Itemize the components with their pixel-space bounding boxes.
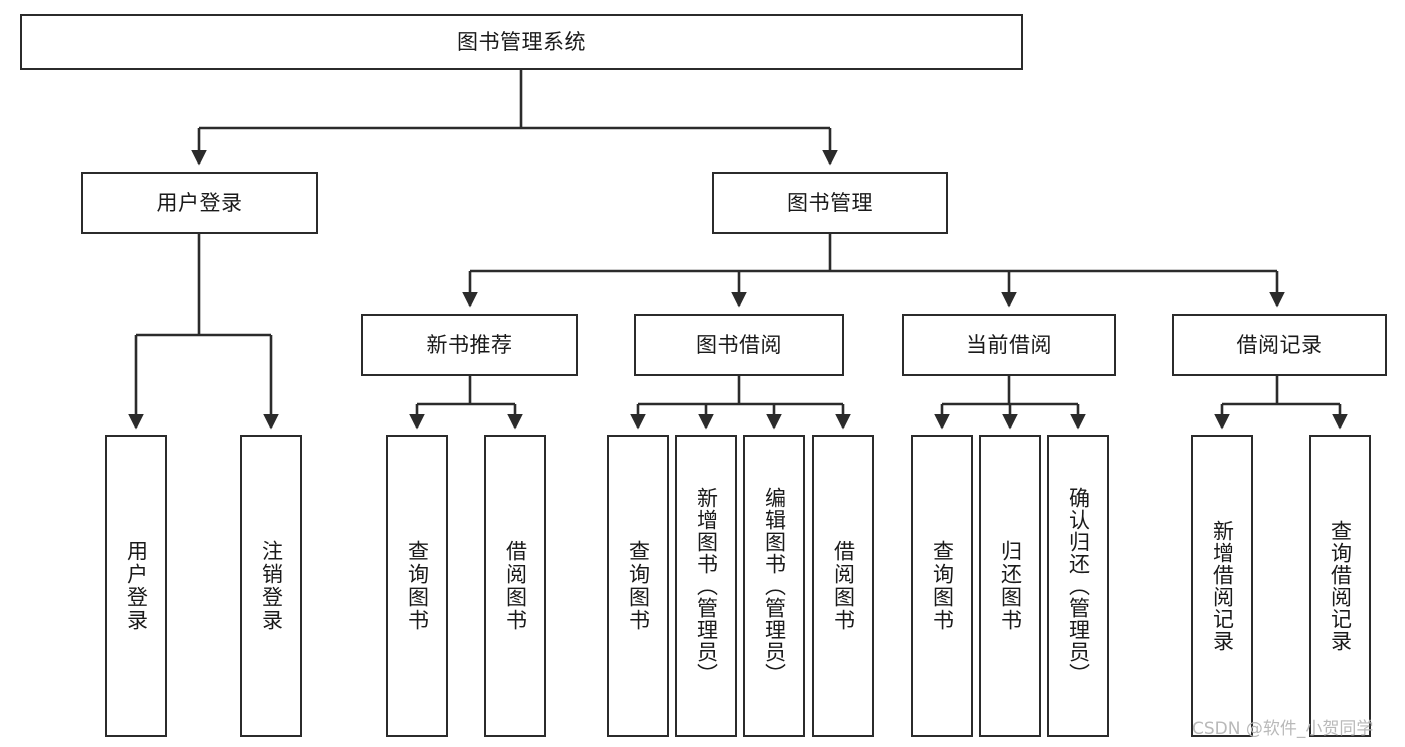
node-current-borrow[interactable]: 当前借阅 [902,314,1116,376]
node-new-book-recommend[interactable]: 新书推荐 [361,314,578,376]
node-book-manage-label: 图书管理 [787,190,873,215]
node-user-login-label: 用户登录 [156,190,243,215]
node-root-label: 图书管理系统 [457,29,586,54]
node-leaf-return-book[interactable]: 归还图书 [979,435,1041,737]
watermark-text: CSDN @软件_小贺同学 [1192,719,1374,739]
node-leaf-user-logout[interactable]: 注销登录 [240,435,302,737]
node-book-borrow[interactable]: 图书借阅 [634,314,844,376]
node-leaf-user-login[interactable]: 用户登录 [105,435,167,737]
node-leaf-query-book-1-label: 查询图书 [405,540,430,632]
node-leaf-query-book-2-label: 查询图书 [626,540,651,632]
node-current-borrow-label: 当前借阅 [966,332,1052,357]
node-book-manage[interactable]: 图书管理 [712,172,948,234]
node-new-book-recommend-label: 新书推荐 [426,332,513,357]
node-user-login[interactable]: 用户登录 [81,172,318,234]
node-leaf-user-login-label: 用户登录 [124,540,149,632]
node-leaf-query-record-label: 查询借阅记录 [1328,520,1353,652]
node-leaf-add-book-label: 新增图书（管理员） [694,487,719,685]
node-leaf-borrow-book-1[interactable]: 借阅图书 [484,435,546,737]
node-leaf-borrow-book-2[interactable]: 借阅图书 [812,435,874,737]
node-leaf-add-record-label: 新增借阅记录 [1210,520,1235,652]
node-leaf-add-record[interactable]: 新增借阅记录 [1191,435,1253,737]
node-borrow-record-label: 借阅记录 [1236,332,1323,357]
node-leaf-add-book[interactable]: 新增图书（管理员） [675,435,737,737]
node-leaf-query-book-3[interactable]: 查询图书 [911,435,973,737]
node-leaf-query-book-3-label: 查询图书 [930,540,955,632]
node-borrow-record[interactable]: 借阅记录 [1172,314,1387,376]
node-leaf-user-logout-label: 注销登录 [259,540,284,632]
node-leaf-query-book-1[interactable]: 查询图书 [386,435,448,737]
node-leaf-borrow-book-1-label: 借阅图书 [503,540,528,632]
node-leaf-query-book-2[interactable]: 查询图书 [607,435,669,737]
node-leaf-edit-book-label: 编辑图书（管理员） [762,487,787,685]
node-leaf-return-book-label: 归还图书 [998,540,1023,632]
node-leaf-query-record[interactable]: 查询借阅记录 [1309,435,1371,737]
node-root[interactable]: 图书管理系统 [20,14,1023,70]
node-leaf-confirm-return-label: 确认归还（管理员） [1066,487,1091,685]
node-leaf-edit-book[interactable]: 编辑图书（管理员） [743,435,805,737]
node-leaf-confirm-return[interactable]: 确认归还（管理员） [1047,435,1109,737]
node-leaf-borrow-book-2-label: 借阅图书 [831,540,856,632]
node-book-borrow-label: 图书借阅 [696,332,782,357]
